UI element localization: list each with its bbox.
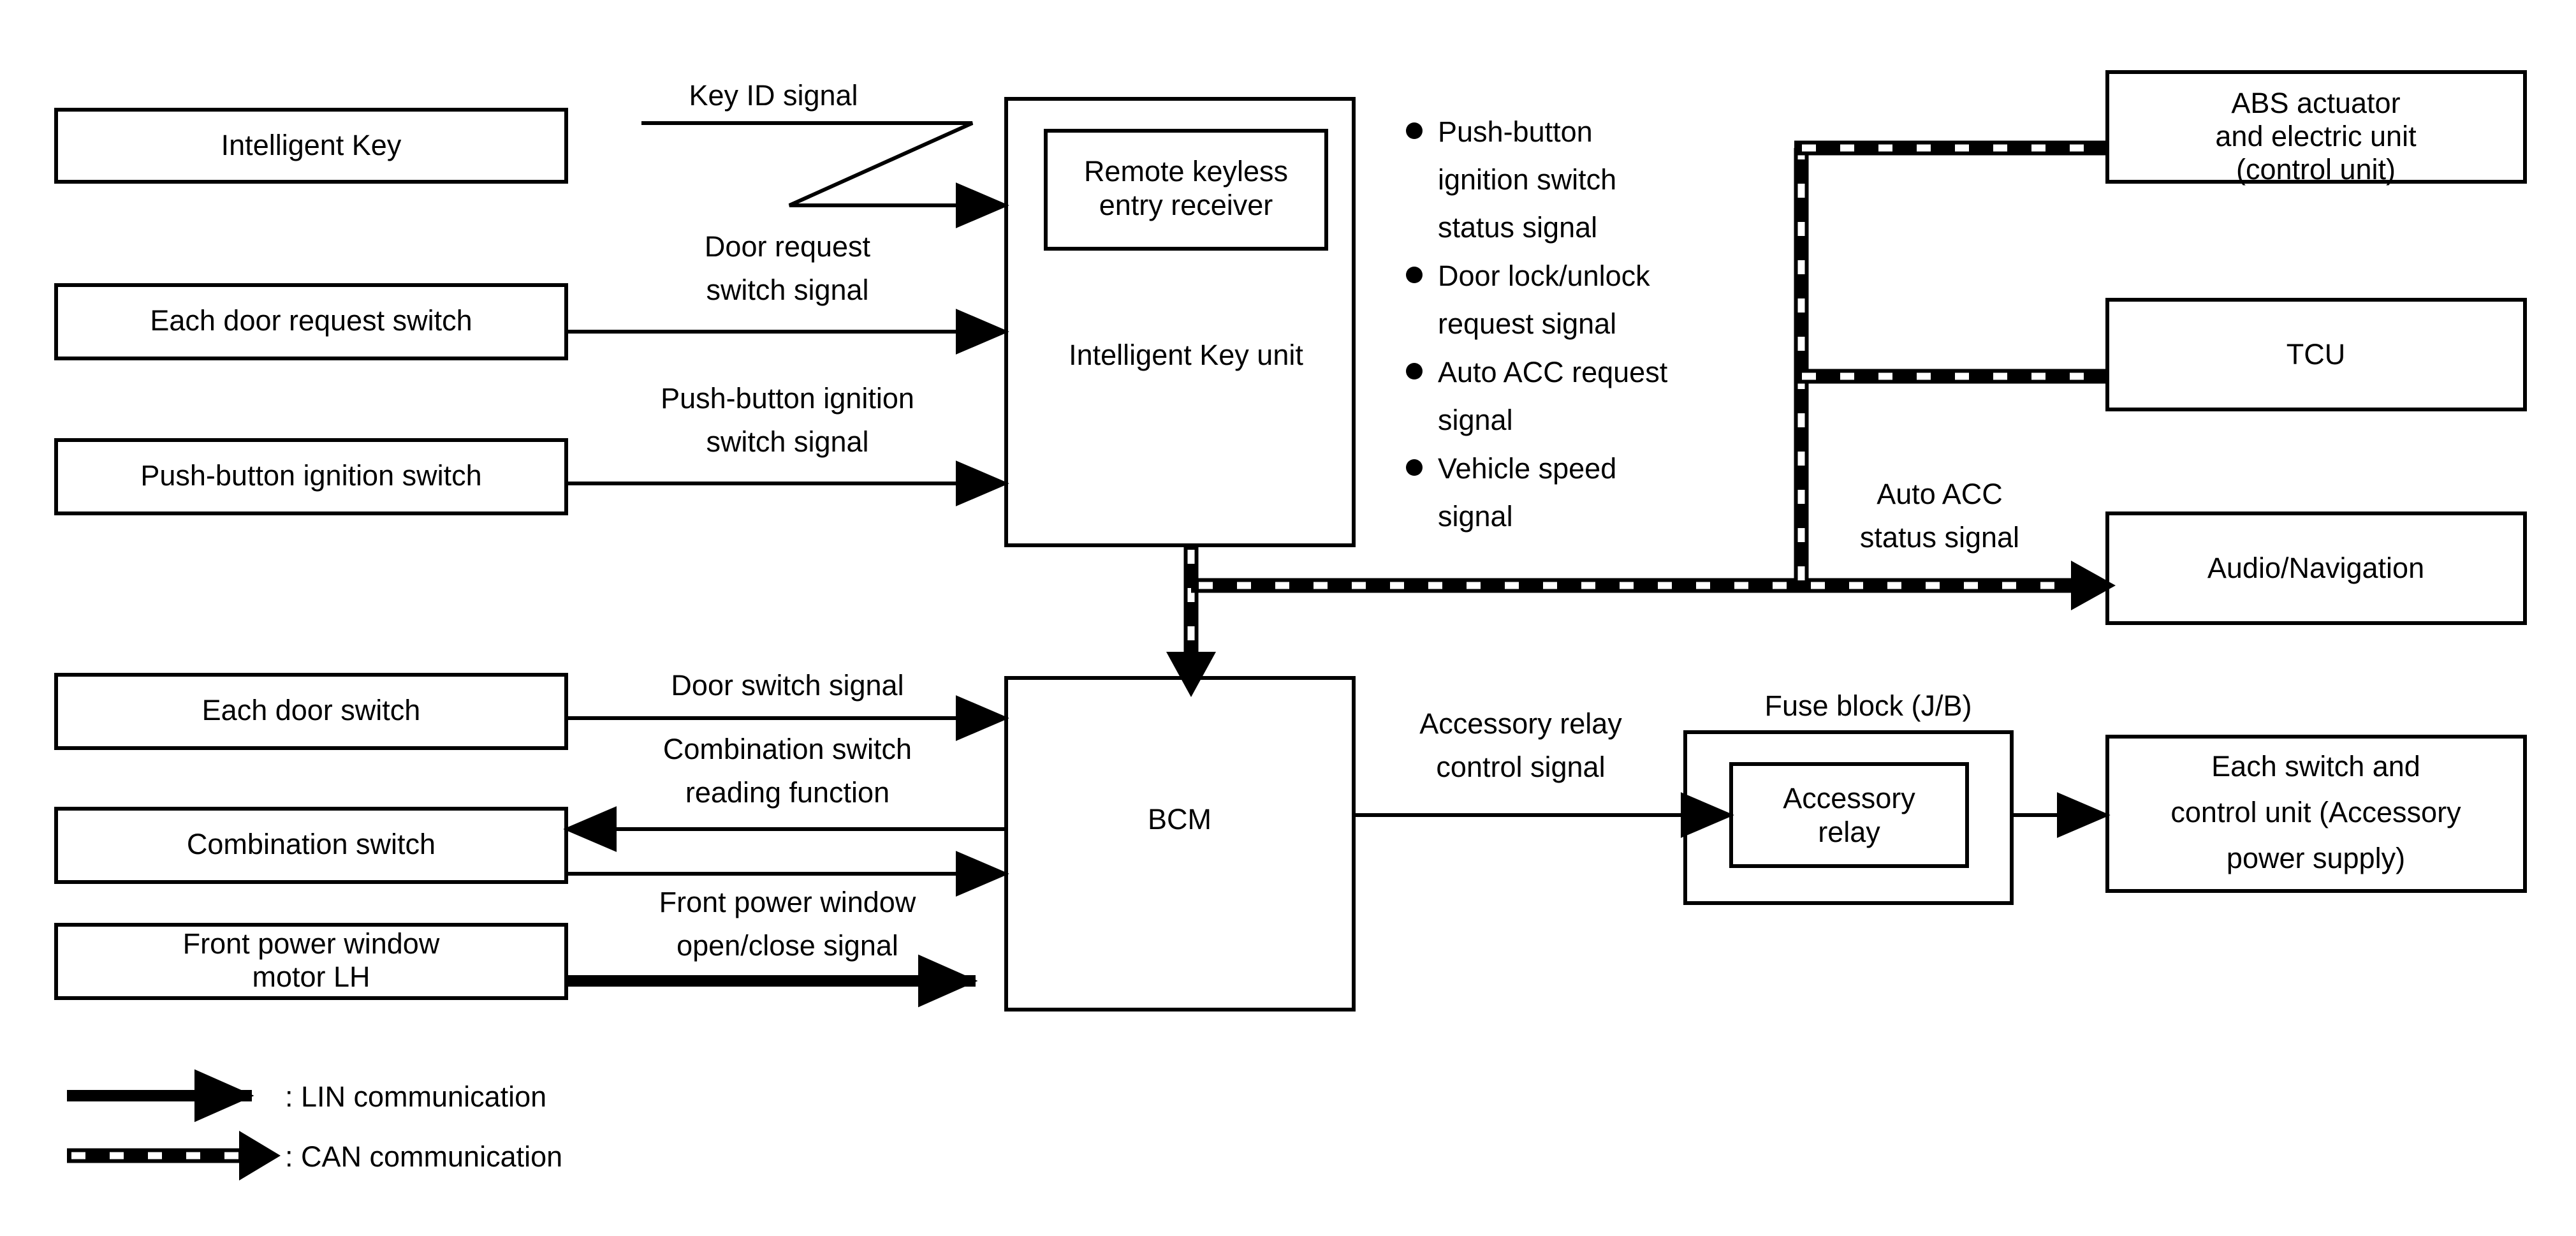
box-each-switch-and-control-unit-label-line2: control unit (Accessory <box>2170 796 2461 828</box>
box-combination-switch[interactable]: Combination switch <box>54 807 568 884</box>
box-push-button-ignition-switch[interactable]: Push-button ignition switch <box>54 438 568 515</box>
box-combination-switch-label: Combination switch <box>187 828 435 860</box>
connector-combination-switch-reading-function: Combination switch reading function <box>563 733 1009 897</box>
bullet-2-line1: Auto ACC request <box>1438 356 1668 388</box>
connector-accessory-relay-control-signal: Accessory relay control signal <box>1354 707 1734 838</box>
connector-push-button-ignition-switch-signal: Push-button ignition switch signal <box>566 382 1009 506</box>
box-each-door-request-switch[interactable]: Each door request switch <box>54 283 568 360</box>
box-front-power-window-motor-lh[interactable]: Front power window motor LH <box>54 923 568 1000</box>
label-door-request-switch-signal-line2: switch signal <box>706 274 868 306</box>
box-accessory-relay[interactable] <box>1729 762 1969 868</box>
bullet-3-line2: signal <box>1438 500 1513 533</box>
bullet-dot-icon <box>1406 459 1423 476</box>
label-front-power-window-open-close-signal-line1: Front power window <box>659 886 916 918</box>
legend-lin-label: : LIN communication <box>285 1080 546 1113</box>
box-abs-actuator[interactable]: ABS actuator and electric unit (control … <box>2105 70 2527 186</box>
box-each-door-switch-label: Each door switch <box>202 694 421 726</box>
label-push-button-ignition-switch-signal-line1: Push-button ignition <box>661 382 914 415</box>
bullet-1-line1: Door lock/unlock <box>1438 260 1650 292</box>
box-bcm-label: BCM <box>1148 803 1211 835</box>
label-combination-switch-reading-function-line2: reading function <box>685 776 889 809</box>
can-arrowhead-right-icon <box>2071 561 2116 610</box>
legend-item-can: : CAN communication <box>67 1131 562 1181</box>
can-arrowhead-down-icon <box>1166 652 1216 697</box>
box-front-power-window-motor-lh-label-line2: motor LH <box>252 960 370 993</box>
connector-key-id-signal: Key ID signal <box>641 79 1009 228</box>
box-remote-keyless-entry-receiver[interactable] <box>1044 129 1328 251</box>
connector-door-request-switch-signal: Door request switch signal <box>566 230 1009 355</box>
bullet-1-line2: request signal <box>1438 307 1616 340</box>
label-accessory-relay-control-signal-line1: Accessory relay <box>1419 707 1622 740</box>
label-push-button-ignition-switch-signal-line2: switch signal <box>706 425 868 458</box>
bullet-signal-list: Push-button ignition switch status signa… <box>1406 115 1668 533</box>
legend-item-lin: : LIN communication <box>67 1069 546 1122</box>
label-door-request-switch-signal-line1: Door request <box>705 230 871 263</box>
box-each-switch-and-control-unit-label-line3: power supply) <box>2227 842 2405 874</box>
box-each-switch-and-control-unit-label-line1: Each switch and <box>2211 750 2420 783</box>
box-bcm[interactable]: BCM <box>1004 676 1356 1012</box>
box-tcu[interactable]: TCU <box>2105 298 2527 411</box>
box-remote-keyless-entry-receiver-label-line2: entry receiver <box>1099 189 1273 221</box>
box-remote-keyless-entry-receiver-label-line1: Remote keyless <box>1084 155 1288 188</box>
box-intelligent-key[interactable]: Intelligent Key <box>54 108 568 184</box>
box-each-switch-and-control-unit[interactable]: Each switch and control unit (Accessory … <box>2105 735 2527 893</box>
box-fuse-block[interactable]: Fuse block (J/B) Accessory relay <box>1683 689 2014 905</box>
box-each-door-switch[interactable]: Each door switch <box>54 673 568 750</box>
bullet-0-line2: ignition switch <box>1438 163 1616 196</box>
box-accessory-relay-label-line2: relay <box>1818 816 1880 848</box>
label-key-id-signal: Key ID signal <box>689 79 858 112</box>
label-combination-switch-reading-function-line1: Combination switch <box>663 733 912 765</box>
can-bus-horizontal-main <box>1191 561 2116 610</box>
bullet-dot-icon <box>1406 363 1423 379</box>
box-abs-actuator-label-line3: (control unit) <box>2236 153 2396 186</box>
label-auto-acc-status-signal-line1: Auto ACC <box>1877 478 2003 510</box>
connector-front-power-window-open-close-signal: Front power window open/close signal <box>566 886 978 1008</box>
bullet-0-line3: status signal <box>1438 211 1597 244</box>
box-intelligent-key-unit[interactable]: Remote keyless entry receiver Intelligen… <box>1004 97 1356 547</box>
box-abs-actuator-label-line2: and electric unit <box>2215 120 2417 152</box>
box-each-door-request-switch-label: Each door request switch <box>150 304 472 337</box>
bullet-dot-icon <box>1406 267 1423 283</box>
box-intelligent-key-unit-label: Intelligent Key unit <box>1069 339 1303 371</box>
bullet-dot-icon <box>1406 122 1423 139</box>
bullet-2-line2: signal <box>1438 404 1513 436</box>
label-door-switch-signal: Door switch signal <box>671 669 904 702</box>
box-front-power-window-motor-lh-label-line1: Front power window <box>183 927 440 960</box>
box-abs-actuator-label-line1: ABS actuator <box>2231 87 2400 119</box>
bullet-0-line1: Push-button <box>1438 115 1593 148</box>
fuse-block-caption: Fuse block (J/B) <box>1764 689 1972 722</box>
box-intelligent-key-label: Intelligent Key <box>221 129 402 161</box>
box-tcu-label: TCU <box>2287 338 2345 371</box>
can-bus-ik-to-bcm <box>1166 545 1216 697</box>
label-auto-acc-status-signal-line2: status signal <box>1860 521 2019 554</box>
box-push-button-ignition-switch-label: Push-button ignition switch <box>140 459 481 492</box>
box-accessory-relay-label-line1: Accessory <box>1783 782 1915 814</box>
box-audio-navigation-label: Audio/Navigation <box>2207 552 2424 584</box>
legend: : LIN communication : CAN communication <box>67 1069 562 1181</box>
connector-door-switch-signal: Door switch signal <box>566 669 1009 741</box>
label-auto-acc-status-signal: Auto ACC status signal <box>1860 478 2019 554</box>
label-accessory-relay-control-signal-line2: control signal <box>1436 751 1605 783</box>
bullet-3-line1: Vehicle speed <box>1438 452 1616 485</box>
box-audio-navigation[interactable]: Audio/Navigation <box>2105 511 2527 625</box>
label-front-power-window-open-close-signal-line2: open/close signal <box>677 929 898 962</box>
legend-can-label: : CAN communication <box>285 1140 562 1173</box>
